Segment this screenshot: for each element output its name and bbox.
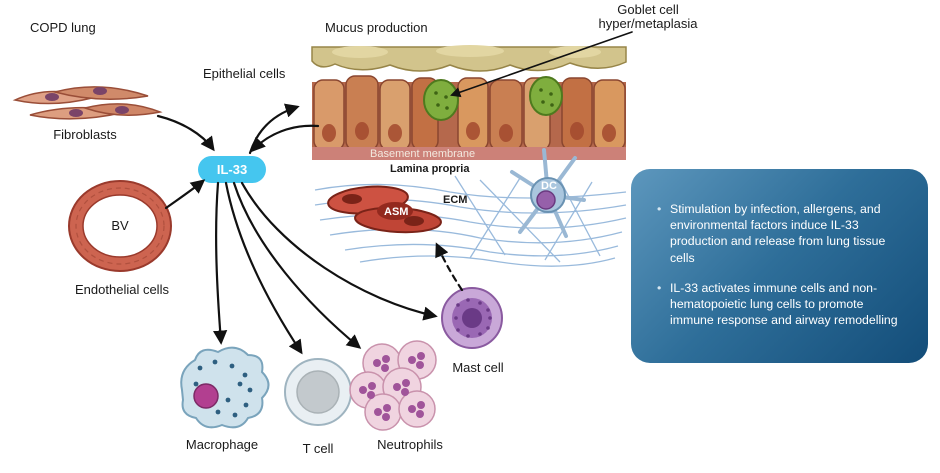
bv-label: BV [111,218,129,233]
goblet-cell-2 [529,76,563,116]
arrow-il33-to-mastcell [240,181,438,321]
goblet-cell-1 [423,79,459,121]
macrophage-label: Macrophage [186,437,258,452]
arrow-il33-to-neutrophils [232,181,362,349]
il33-pill: IL-33 [198,156,266,183]
endothelial-cells-label: Endothelial cells [75,282,169,297]
summary-bullet-2-text: IL-33 activates immune cells and non-hem… [670,280,898,328]
epithelial-cells-label: Epithelial cells [203,66,286,81]
dendritic-cell [510,148,586,238]
summary-bullet-list: Stimulation by infection, allergens, and… [657,201,906,329]
arrow-bv-to-il33 [164,179,206,210]
goblet-label-line2: hyper/metaplasia [599,16,699,31]
summary-bullet-1-text: Stimulation by infection, allergens, and… [670,202,886,265]
mast-cell-illustration [441,287,503,349]
mucus-production-label: Mucus production [325,20,428,35]
ecm-label: ECM [443,194,467,206]
basement-membrane-band [312,147,626,160]
copd-lung-label: COPD lung [30,20,96,35]
summary-bullet-2: IL-33 activates immune cells and non-hem… [657,280,906,329]
arrows [156,31,633,355]
summary-bullet-1: Stimulation by infection, allergens, and… [657,201,906,266]
goblet-label-line1: Goblet cell [617,2,679,17]
arrow-epithelium-to-il33 [251,124,320,153]
blood-vessel-illustration [68,180,172,272]
asm-label-badge [377,202,413,220]
il33-label: IL-33 [217,162,247,177]
epithelial-nuclei [322,122,616,142]
arrow-mastcell-to-ecm-dashed [435,242,464,292]
airway-tissue-illustration: Basement membrane Lamina propria ECM ASM… [311,45,627,267]
basement-membrane-label: Basement membrane [370,148,475,160]
asm-cells [327,185,442,234]
mast-cell-label: Mast cell [452,360,503,375]
asm-label: ASM [384,206,408,218]
arrow-fibroblasts-to-il33 [156,114,215,152]
mucus-layer [311,45,627,72]
neutrophils-illustration [349,340,437,431]
arrow-il33-to-tcell [224,181,303,355]
t-cell-illustration [284,358,352,426]
macrophage-illustration [180,346,270,429]
summary-info-box: Stimulation by infection, allergens, and… [631,169,928,363]
fibroblasts-illustration [12,86,163,120]
fibroblasts-label: Fibroblasts [53,127,117,142]
t-cell-label: T cell [303,441,334,456]
goblet-pointer-line [450,31,633,98]
lamina-propria-label: Lamina propria [390,163,470,175]
dc-label: DC [541,180,557,192]
epithelial-cell-row [313,75,626,151]
arrow-il33-to-macrophage [212,181,228,345]
neutrophils-label: Neutrophils [377,437,443,452]
